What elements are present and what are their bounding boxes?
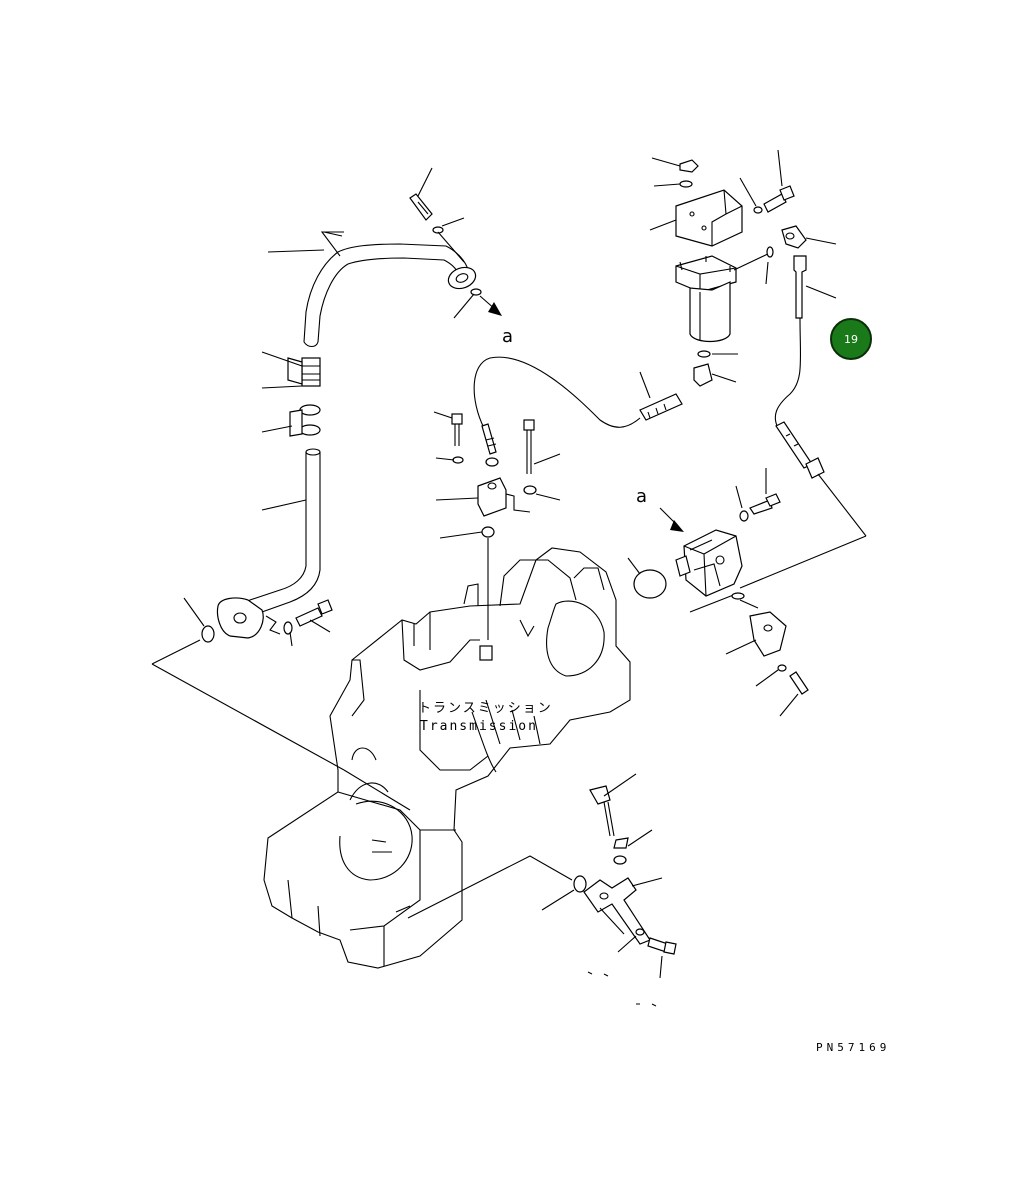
- center-bolt-left: [433, 411, 464, 464]
- transmission-housing: [263, 547, 631, 969]
- filter-bracket-bolt: [739, 149, 795, 214]
- center-hose: [473, 356, 683, 429]
- view-a-label-top: a: [502, 326, 513, 347]
- transmission-label: トランスミッション Transmission: [418, 701, 553, 734]
- right-hose: [774, 255, 867, 537]
- elbow-fitting: [781, 225, 837, 249]
- filter-bracket: [649, 189, 743, 247]
- center-o-ring: [439, 526, 495, 640]
- oil-pipe-lower: [583, 773, 663, 945]
- filter-fitting: [693, 363, 737, 387]
- bolt-upper-flange: [409, 167, 465, 263]
- suction-pipe-lower: [216, 448, 321, 639]
- o-ring-upper: [453, 288, 482, 319]
- bolt-left-pipe: [283, 599, 333, 647]
- badge-number: 19: [844, 333, 858, 346]
- center-hose-end: [481, 423, 499, 467]
- bolt-lower-right: [617, 928, 677, 979]
- pump-bolt: [735, 468, 781, 522]
- filter-cartridge: [689, 281, 731, 343]
- transmission-label-jp: トランスミッション: [418, 701, 553, 716]
- hose-clamp-upper: [261, 351, 321, 389]
- view-a-label-pump: a: [636, 486, 647, 507]
- hydraulic-pump: [675, 529, 743, 597]
- gasket-lower-right: [541, 875, 587, 911]
- view-a-arrow-pump: a: [636, 486, 684, 532]
- pump-flange-bolt: [755, 664, 809, 717]
- leader-lines: [151, 639, 657, 1007]
- gasket-left: [183, 597, 215, 643]
- badge-circle: [830, 318, 872, 360]
- filter-nut: [651, 157, 699, 188]
- center-bracket: [435, 477, 531, 517]
- filter-line: [733, 246, 774, 285]
- transmission-label-en: Transmission: [420, 719, 538, 734]
- filter-o-ring: [697, 350, 738, 358]
- callout-badge-19[interactable]: 19: [830, 318, 872, 360]
- figure-code: PN57169: [816, 1041, 890, 1054]
- pump-gasket: [627, 557, 667, 599]
- view-a-arrow-top: a: [479, 295, 513, 347]
- hose-clamp-lower: [261, 404, 321, 437]
- pump-flange: [689, 535, 867, 657]
- filter-head: [675, 255, 737, 293]
- suction-pipe-upper: [267, 231, 477, 348]
- center-bolt-long: [523, 419, 561, 501]
